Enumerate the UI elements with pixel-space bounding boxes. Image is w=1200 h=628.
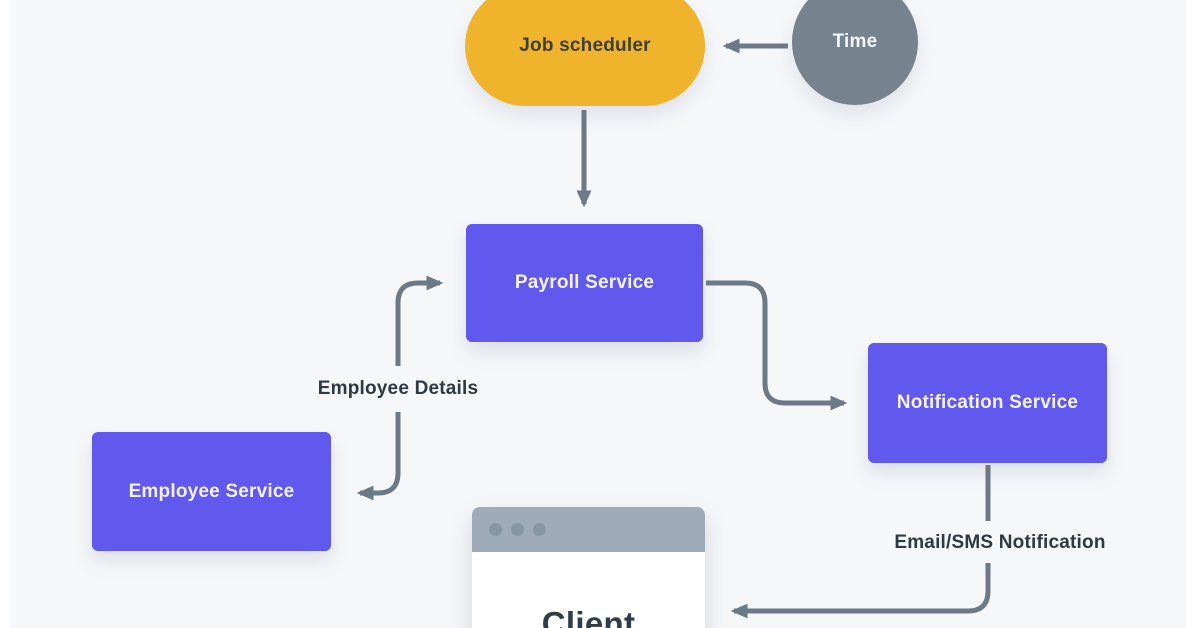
arrow-employee-details-to-employee-service bbox=[356, 412, 401, 501]
node-job-scheduler: Job scheduler bbox=[465, 0, 705, 106]
node-employee-service: Employee Service bbox=[92, 432, 331, 551]
node-notification-service: Notification Service bbox=[868, 343, 1107, 463]
node-time-label: Time bbox=[832, 31, 878, 52]
node-time: Time bbox=[792, 0, 918, 105]
edge-label-employee-details: Employee Details bbox=[317, 378, 479, 399]
node-employee-service-label: Employee Service bbox=[128, 480, 295, 502]
node-client-label: Client bbox=[541, 605, 636, 628]
node-client-browser-window: Client bbox=[472, 507, 705, 628]
browser-dot-icon bbox=[511, 523, 524, 536]
node-payroll-service-label: Payroll Service bbox=[514, 272, 655, 293]
diagram-canvas: Job scheduler Time Payroll Service Emplo… bbox=[10, 0, 1186, 628]
browser-dot-icon bbox=[489, 523, 502, 536]
arrow-payroll-to-notification bbox=[706, 280, 848, 411]
browser-dot-icon bbox=[533, 523, 546, 536]
connector-arrows bbox=[356, 38, 991, 619]
node-notification-service-label: Notification Service bbox=[896, 392, 1079, 413]
arrow-employee-details-to-payroll bbox=[395, 275, 444, 366]
node-payroll-service: Payroll Service bbox=[466, 224, 703, 342]
browser-titlebar bbox=[472, 507, 705, 552]
edge-label-email-sms-notification: Email/SMS Notification bbox=[894, 532, 1106, 553]
arrow-notification-to-client bbox=[730, 563, 991, 619]
node-job-scheduler-label: Job scheduler bbox=[519, 35, 651, 56]
